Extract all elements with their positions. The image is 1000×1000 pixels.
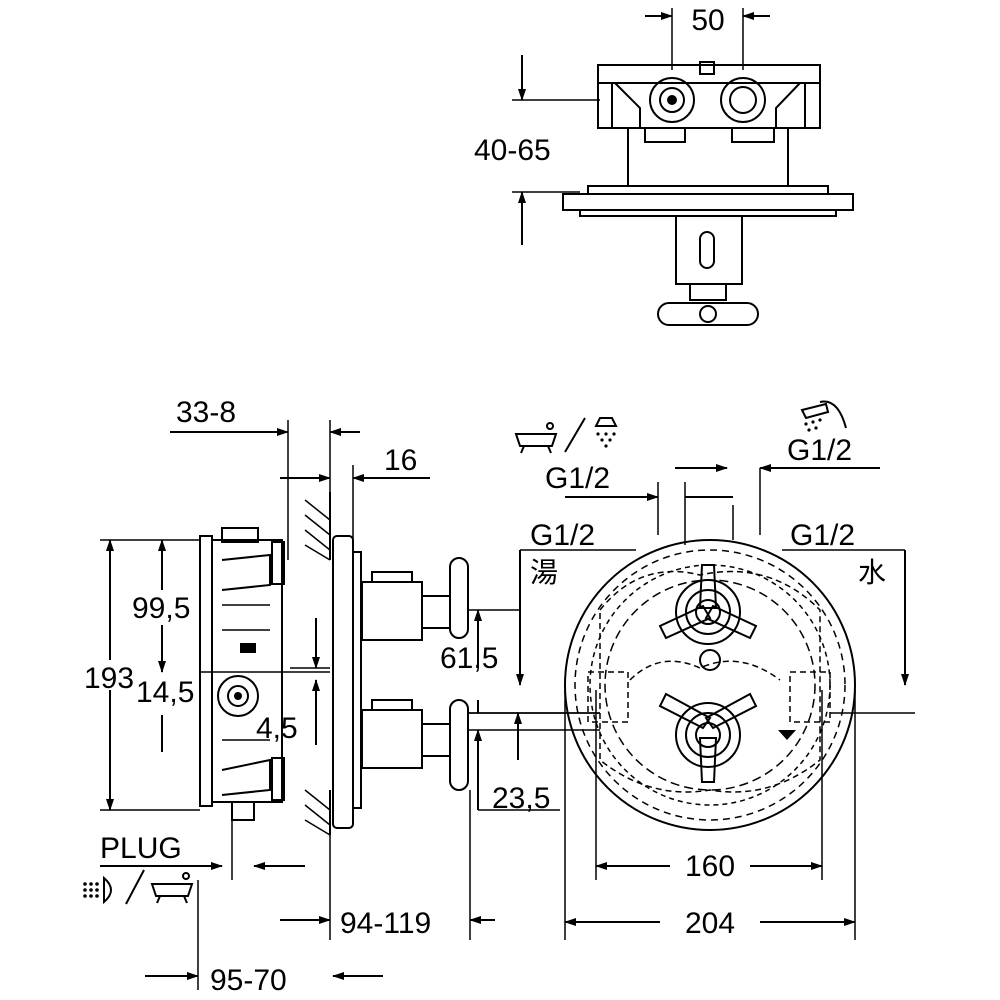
plug-label: PLUG <box>100 832 182 865</box>
dim-label-40-65: 40-65 <box>474 134 551 167</box>
front-view: 160 204 G1/2 G1/2 G1/2 G1/2 湯 水 <box>468 400 915 940</box>
label-g-left: G1/2 <box>530 519 595 552</box>
flow-indicator-icon <box>778 730 796 740</box>
dim-label-4-5: 4,5 <box>256 712 298 745</box>
shower-head-icon <box>594 417 618 448</box>
top-view: 50 40-65 <box>474 4 854 326</box>
cover-plate-outer <box>564 539 856 831</box>
bathtub-icon-top <box>514 422 558 454</box>
lower-cross-handle <box>658 692 758 783</box>
dim-label-61-5: 61,5 <box>440 642 498 675</box>
upper-cross-handle <box>658 564 758 645</box>
dim-label-95-70: 95-70 <box>210 964 287 997</box>
overhead-shower-icon <box>800 400 847 432</box>
dim-label-204: 204 <box>685 907 735 940</box>
bathtub-icon <box>150 872 194 904</box>
dim-label-16: 16 <box>384 444 417 477</box>
label-g-top-right: G1/2 <box>787 434 852 467</box>
dim-label-33-8: 33-8 <box>176 396 236 429</box>
label-hot: 湯 <box>530 556 558 589</box>
dim-label-14-5: 14,5 <box>136 676 194 709</box>
slash-divider <box>125 869 145 905</box>
slash-divider-top <box>564 417 586 453</box>
dim-label-99-5: 99,5 <box>132 592 190 625</box>
dim-label-50: 50 <box>691 4 724 37</box>
dim-label-23-5: 23,5 <box>492 782 550 815</box>
side-view: 33-8 16 <box>83 396 600 997</box>
dim-label-94-119: 94-119 <box>340 907 431 940</box>
shower-spray-icon <box>83 875 112 905</box>
label-g-right: G1/2 <box>790 519 855 552</box>
dim-label-193: 193 <box>84 662 134 695</box>
label-g-top-left: G1/2 <box>545 462 610 495</box>
dim-label-160: 160 <box>685 850 735 883</box>
label-cold: 水 <box>858 556 886 589</box>
